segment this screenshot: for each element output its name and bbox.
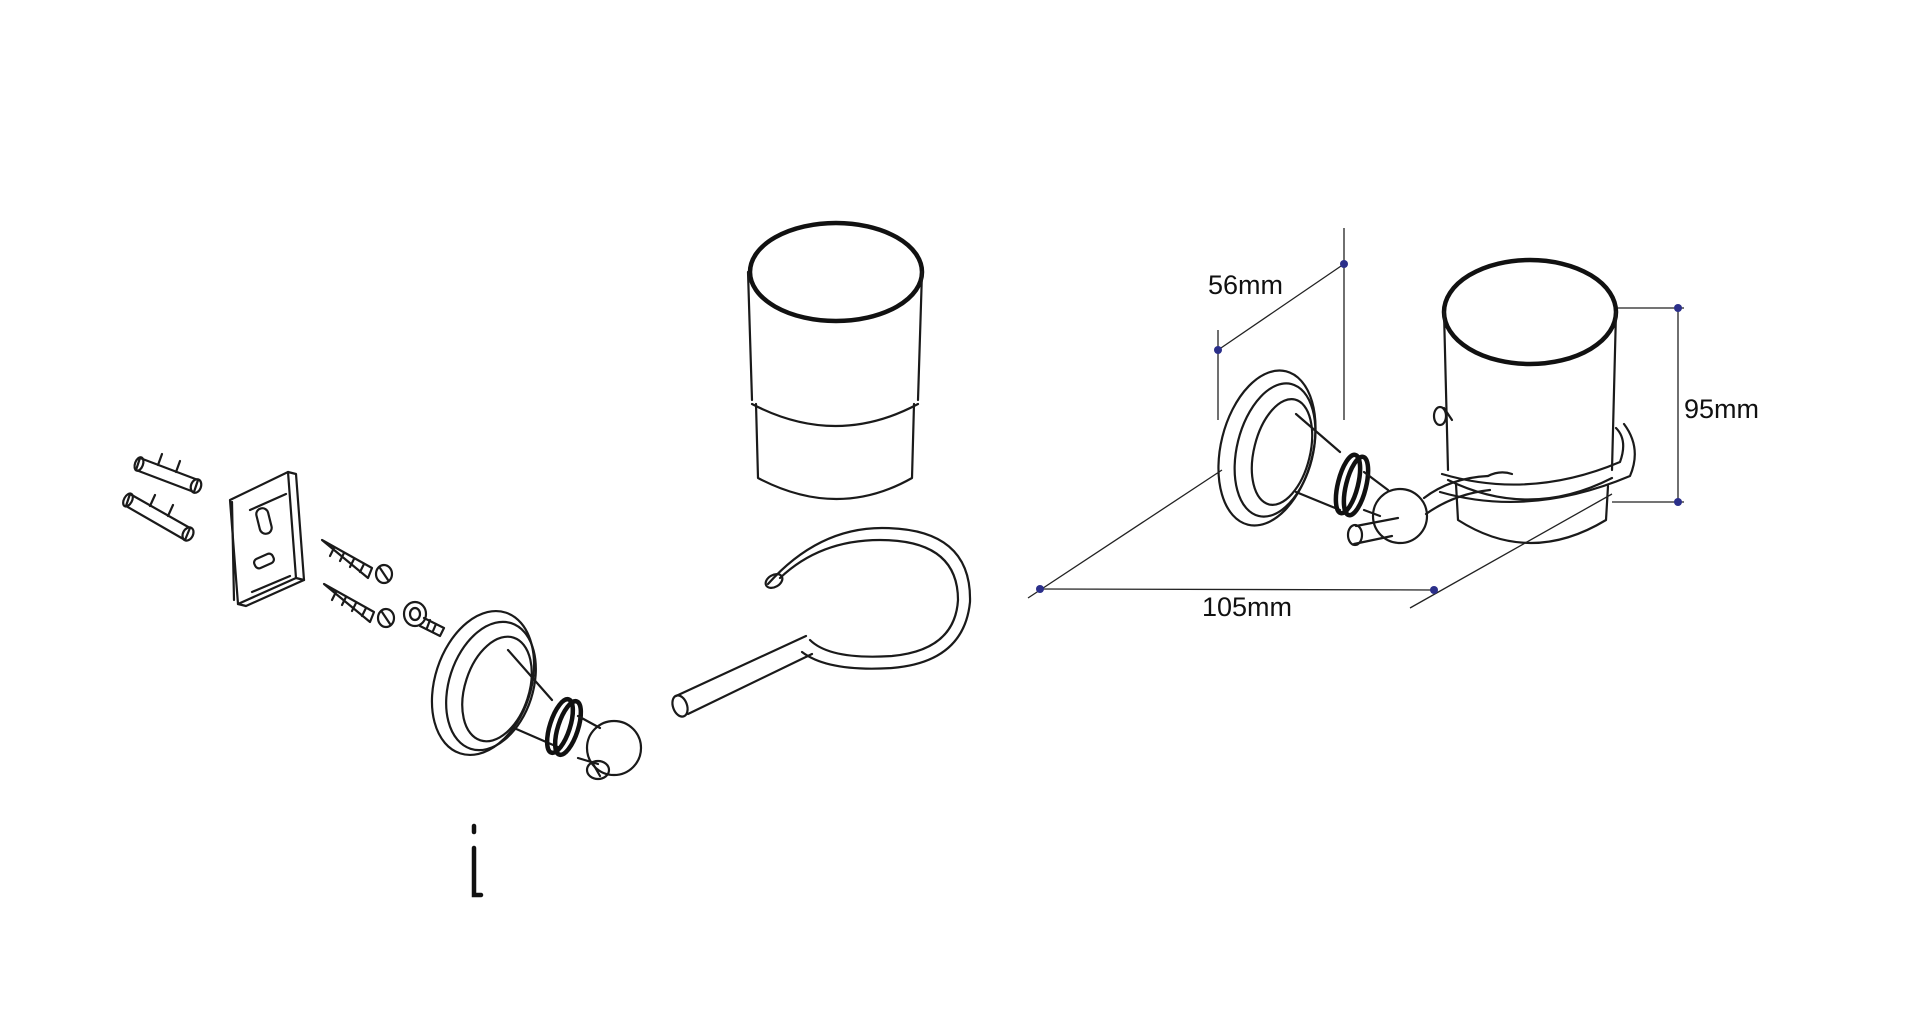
screw-icon xyxy=(322,582,396,629)
dimension-height-label: 95mm xyxy=(1684,394,1759,424)
wall-plug-icon xyxy=(133,452,203,494)
assembled-flange xyxy=(1217,369,1492,547)
screw-icon xyxy=(402,600,446,638)
dimension-depth-label: 56mm xyxy=(1208,270,1283,300)
dimension-depth: 56mm xyxy=(1208,228,1348,420)
dimension-width: 105mm xyxy=(1027,469,1613,622)
dimension-height: 95mm xyxy=(1612,304,1759,506)
wall-plug-icon xyxy=(122,492,195,542)
ring-holder xyxy=(671,526,972,718)
glass-tumbler xyxy=(746,220,925,500)
wall-flange xyxy=(430,609,643,781)
exploded-view xyxy=(122,220,972,898)
mounting-plate-icon xyxy=(228,470,306,608)
hex-key-icon xyxy=(471,823,484,898)
screw-icon xyxy=(320,538,394,585)
assembled-ring xyxy=(1438,422,1636,504)
dimension-width-label: 105mm xyxy=(1202,592,1292,622)
assembled-view: 56mm 105mm 95mm xyxy=(1027,228,1759,622)
assembled-tumbler xyxy=(1432,257,1619,544)
